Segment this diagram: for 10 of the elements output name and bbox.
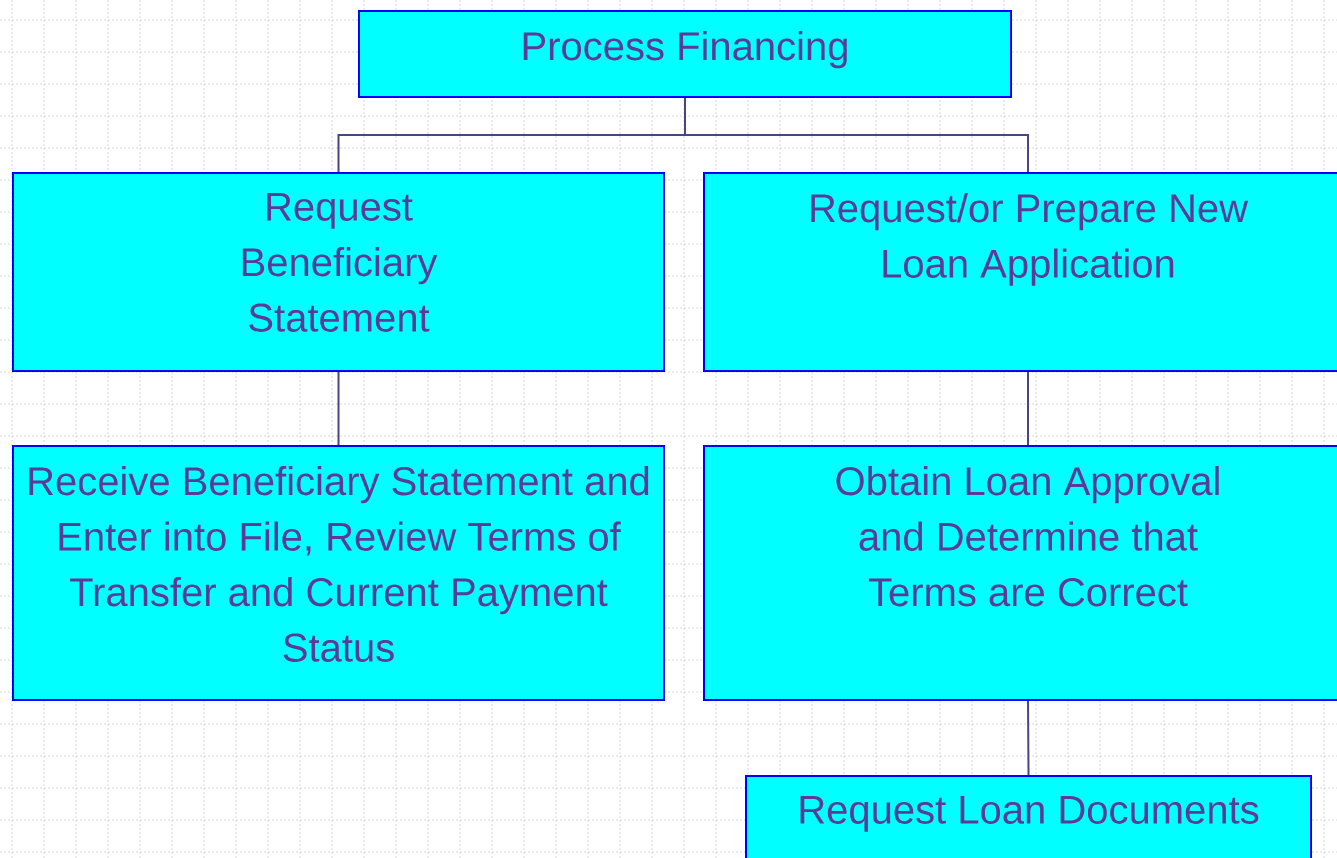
process-box: Request Beneficiary Statement bbox=[12, 172, 665, 372]
connector-line bbox=[684, 97, 1029, 173]
process-box: Receive Beneficiary Statement and Enter into File, Review Terms of Transfer and Current Payment Status bbox=[12, 445, 665, 701]
process-box: Request Loan Documents bbox=[745, 775, 1313, 858]
process-box: Obtain Loan Approval and Determine that Terms are Correct bbox=[703, 445, 1337, 701]
process-box: Request/or Prepare New Loan Application bbox=[703, 172, 1337, 372]
connector-line bbox=[1027, 700, 1030, 776]
process-box: Process Financing bbox=[358, 10, 1012, 98]
connector-line bbox=[337, 371, 340, 446]
connector-line bbox=[1027, 371, 1029, 446]
